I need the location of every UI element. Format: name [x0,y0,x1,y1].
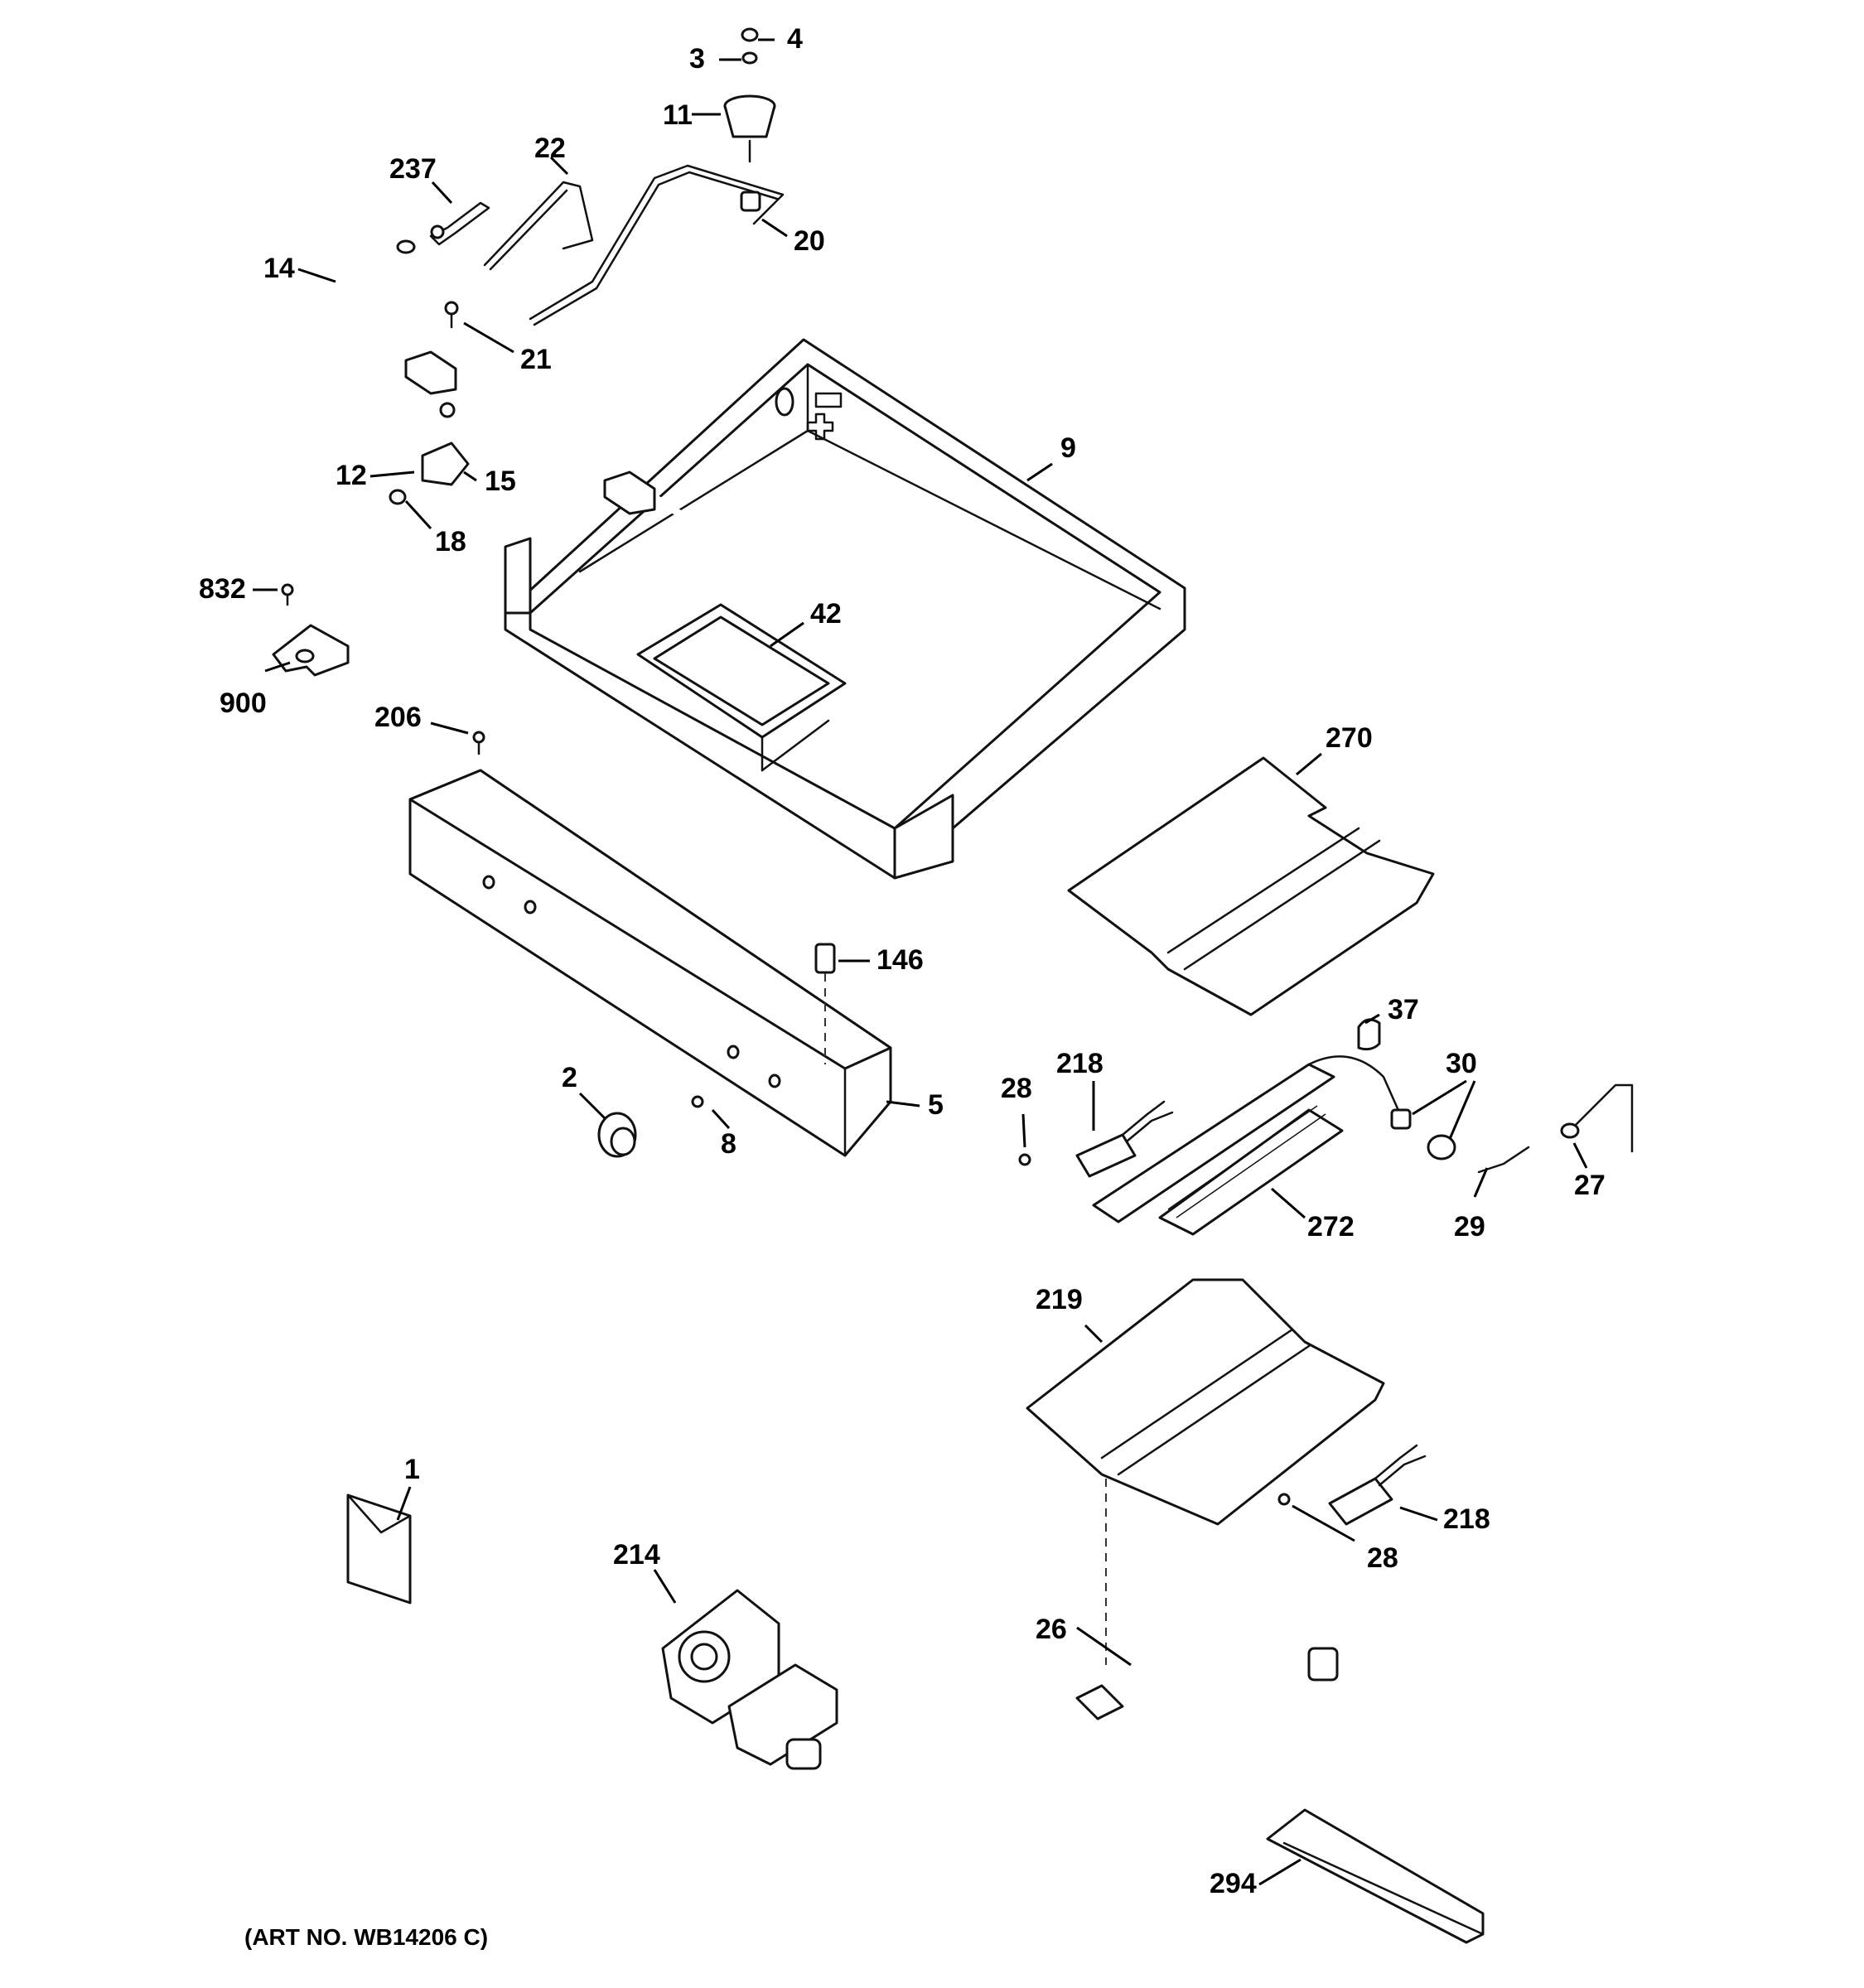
callout-8: 8 [721,1128,736,1160]
callout-214: 214 [613,1539,660,1571]
callout-27: 27 [1574,1170,1606,1201]
callout-218-lower: 218 [1443,1503,1490,1535]
callout-206: 206 [374,702,422,733]
part-11-burner [723,27,776,163]
part-146-clip [814,943,836,1064]
part-37 [1357,1018,1381,1051]
callout-146: 146 [876,944,924,976]
part-21-screw [444,301,459,329]
part-28-clip-lower [1277,1493,1291,1506]
callout-14: 14 [263,253,295,284]
part-218-ignitor-lower [1328,1444,1427,1526]
part-237-fitting [429,201,490,246]
part-2-knob [597,1112,637,1158]
callout-900: 900 [220,688,267,719]
callout-4: 4 [787,23,803,55]
callout-12: 12 [336,460,367,491]
callout-294: 294 [1210,1868,1257,1899]
callout-272: 272 [1307,1211,1355,1242]
callout-219: 219 [1036,1284,1083,1315]
callout-42: 42 [810,598,842,630]
callout-18: 18 [435,526,466,557]
part-20-tube [529,164,785,326]
part-8-screw [691,1095,704,1108]
callout-3: 3 [689,43,705,75]
part-218-ignitor-upper [1075,1100,1174,1178]
part-22-tube [483,181,594,271]
part-28-clip-upper [1018,1153,1031,1166]
callout-30: 30 [1446,1048,1477,1079]
callout-29: 29 [1454,1211,1485,1242]
part-base-pan [504,338,1186,880]
part-214-oven-valve [661,1589,838,1770]
part-manifold-pipe [338,239,683,518]
callout-2: 2 [562,1062,577,1093]
art-number-label: (ART NO. WB14206 C) [244,1924,488,1950]
part-26-bake-burner [1075,1479,1339,1720]
part-206-screw [472,731,485,755]
callout-5: 5 [928,1089,944,1121]
callout-1: 1 [404,1454,420,1485]
callout-28-lower: 28 [1367,1542,1398,1574]
part-219-shield [1026,1278,1385,1526]
callout-labels: 4 3 11 237 22 20 14 21 9 12 15 18 832 90… [199,23,1606,1899]
callout-26: 26 [1036,1614,1067,1645]
part-272-burner-assembly [1092,1055,1456,1236]
part-900-bracket [272,583,350,677]
part-294-rail [1266,1808,1485,1944]
callout-28-upper: 28 [1001,1073,1032,1104]
callout-21: 21 [520,344,552,375]
callout-237: 237 [389,153,437,185]
callout-37: 37 [1388,994,1419,1025]
part-burner-box [636,603,847,772]
part-270-shield [1067,756,1435,1016]
callout-15: 15 [485,466,516,497]
callout-22: 22 [534,133,566,164]
callout-832: 832 [199,573,246,605]
part-12-15-valve [389,402,470,505]
callout-270: 270 [1326,722,1373,754]
callout-11: 11 [663,99,693,131]
callout-9: 9 [1060,432,1076,464]
part-29-27-pipes [1477,1083,1634,1174]
leader-lines [253,38,1588,1886]
callout-20: 20 [794,225,825,257]
part-pipe-brackets [404,350,656,515]
part-1-literature [346,1493,412,1604]
callout-218-upper: 218 [1056,1048,1103,1079]
